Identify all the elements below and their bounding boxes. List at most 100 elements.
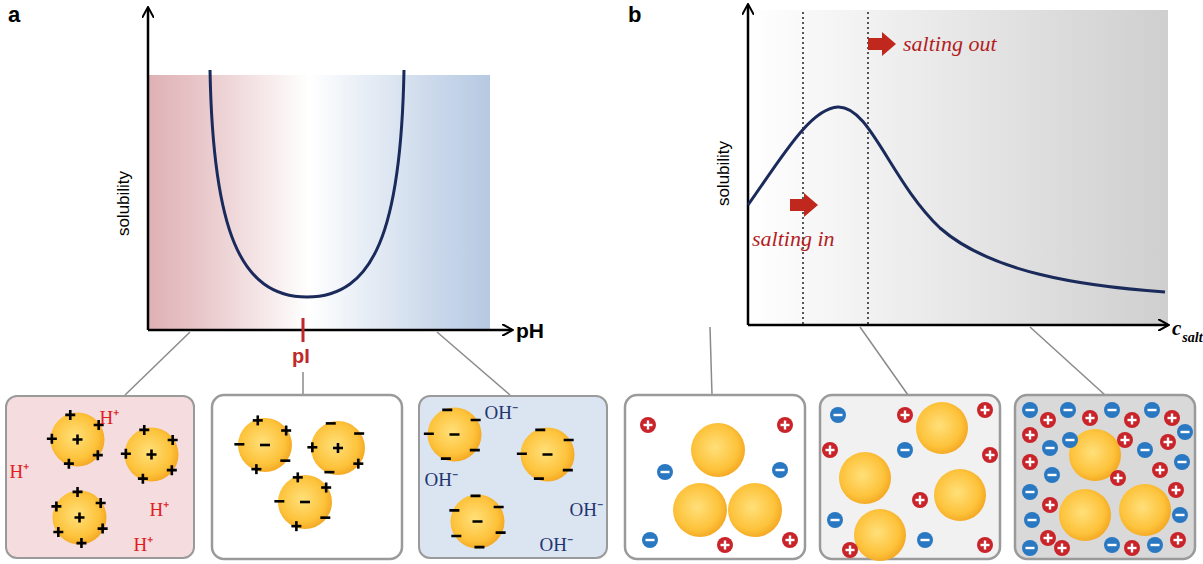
- panel-letter: b: [628, 4, 641, 26]
- protein-particle: [125, 428, 179, 482]
- charge-sign: [55, 501, 58, 511]
- anion: [1172, 507, 1188, 523]
- charge-sign: [1064, 409, 1073, 411]
- charge-sign: [1047, 534, 1049, 543]
- cation: [1164, 410, 1180, 426]
- charge-sign: [1026, 409, 1035, 411]
- cation: [640, 417, 656, 433]
- charge-sign: [919, 496, 921, 505]
- charge-sign: [829, 446, 831, 455]
- charge-sign: [99, 498, 102, 508]
- cation: [1168, 482, 1184, 498]
- charge-sign: [295, 521, 298, 531]
- cation: [1022, 427, 1038, 443]
- cation: [897, 407, 913, 423]
- charge-sign: [1141, 449, 1150, 451]
- charge-sign: [1175, 486, 1177, 495]
- hydrogen-ion-label: H⁺: [150, 500, 170, 519]
- anion: [897, 442, 913, 458]
- charge-sign: [1177, 536, 1179, 545]
- protein-particle: [1059, 489, 1111, 541]
- protein-particle: [311, 421, 365, 475]
- inset-box: [625, 395, 805, 559]
- anion: [1022, 402, 1038, 418]
- hydroxide-ion-label: OH⁻: [570, 500, 603, 519]
- charge-sign: [494, 506, 504, 509]
- charge-sign: [471, 495, 481, 498]
- axis-title-subscript: salt: [1182, 331, 1202, 345]
- charge-sign: [451, 535, 461, 538]
- charge-sign: [320, 516, 330, 519]
- panel-letter: a: [8, 4, 20, 26]
- protein-particle: [451, 495, 505, 549]
- charge-sign: [517, 452, 527, 455]
- charge-sign: [1061, 544, 1063, 553]
- charge-sign: [69, 410, 72, 420]
- anion: [917, 532, 933, 548]
- charge-sign: [142, 474, 145, 484]
- charge-sign: [789, 536, 791, 545]
- hydroxide-ion-label: OH⁻: [425, 470, 458, 489]
- cation: [1040, 530, 1056, 546]
- charge-sign: [1131, 416, 1133, 425]
- charge-sign: [834, 414, 843, 416]
- cation: [842, 542, 858, 558]
- charge-sign: [76, 487, 79, 497]
- charge-sign: [984, 541, 986, 550]
- cation: [1152, 462, 1168, 478]
- charge-sign: [1028, 519, 1037, 521]
- inset-box: [212, 395, 402, 559]
- cation: [1040, 412, 1056, 428]
- cation: [1054, 540, 1070, 556]
- charge-sign: [543, 453, 553, 456]
- charge-sign: [901, 449, 910, 451]
- hydrogen-ion-label: H⁺: [10, 462, 30, 481]
- protein-particle: [53, 491, 107, 545]
- charge-sign: [57, 527, 60, 537]
- inset-box: [1015, 395, 1195, 559]
- charge-sign: [1108, 544, 1117, 546]
- charge-sign: [150, 450, 153, 460]
- charge-sign: [661, 471, 670, 473]
- charge-sign: [776, 469, 785, 471]
- anion: [1060, 402, 1076, 418]
- charge-sign: [1026, 547, 1035, 549]
- charge-sign: [534, 477, 544, 480]
- cation: [977, 402, 993, 418]
- protein-particle: [728, 483, 782, 537]
- anion: [1044, 467, 1060, 483]
- charge-sign: [904, 411, 906, 420]
- protein-particle: [916, 402, 968, 454]
- charge-sign: [646, 539, 655, 541]
- anion: [772, 462, 788, 478]
- cation: [1124, 540, 1140, 556]
- region-label: salting out: [903, 33, 997, 55]
- cation: [822, 442, 838, 458]
- charge-sign: [311, 442, 314, 452]
- cation: [717, 537, 733, 553]
- inset-box: [820, 395, 1000, 559]
- axis-title: pH: [516, 320, 544, 341]
- charge-sign: [97, 450, 100, 460]
- charge-sign: [51, 434, 54, 444]
- protein-particle: [854, 509, 906, 561]
- inset-box: H⁺H⁺H⁺H⁺: [5, 395, 195, 559]
- charge-sign: [1066, 439, 1075, 441]
- inset-illustration: [822, 402, 998, 561]
- charge-sign: [125, 449, 128, 459]
- axis-title: c: [1172, 318, 1181, 339]
- charge-sign: [76, 435, 79, 445]
- charge-sign: [984, 406, 986, 415]
- inset-illustration: [234, 415, 365, 531]
- charge-sign: [1181, 431, 1190, 433]
- charge-sign: [78, 513, 81, 523]
- charge-sign: [1026, 491, 1035, 493]
- charge-sign: [496, 531, 506, 534]
- cation: [1042, 497, 1058, 513]
- anion: [1104, 537, 1120, 553]
- charge-sign: [449, 509, 459, 512]
- charge-sign: [285, 426, 288, 436]
- charge-sign: [535, 429, 545, 432]
- cation: [1022, 454, 1038, 470]
